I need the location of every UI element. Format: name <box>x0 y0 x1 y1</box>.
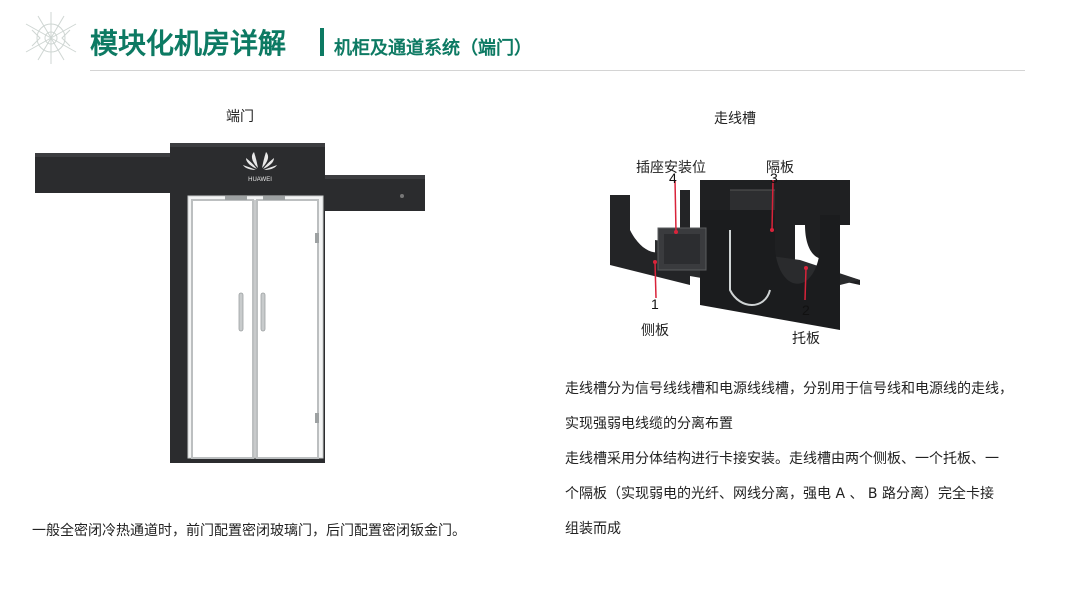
huawei-logo-icon <box>243 152 277 170</box>
callout-label-tray: 托板 <box>792 331 820 347</box>
leader-line-1 <box>654 261 657 299</box>
decorative-snowflake-icon <box>25 12 77 64</box>
description-line: 走线槽采用分体结构进行卡接安装。走线槽由两个侧板、一个托板、一 <box>565 451 999 467</box>
door-note: 一般全密闭冷热通道时，前门配置密闭玻璃门，后门配置密闭钣金门。 <box>32 523 466 539</box>
callout-number-3: 3 <box>770 170 778 186</box>
callout-number-1: 1 <box>651 296 659 312</box>
end-door-illustration: HUAWEI <box>35 143 425 463</box>
left-beam <box>35 153 175 193</box>
description-line: 走线槽分为信号线线槽和电源线线槽，分别用于信号线和电源线的走线， <box>565 381 1013 397</box>
description-line: 组装而成 <box>565 521 621 537</box>
cable-trough-illustration <box>610 179 860 330</box>
callout-label-separator: 隔板 <box>766 160 794 176</box>
door-leaf-right <box>256 199 319 459</box>
right-beam <box>325 175 425 211</box>
door-handle-right <box>260 292 266 332</box>
leader-line-4 <box>674 179 677 233</box>
door-handle-left <box>238 292 244 332</box>
callout-number-4: 4 <box>669 170 677 186</box>
door-leaf-left <box>191 199 254 459</box>
leader-line-3 <box>771 179 774 231</box>
callout-label-socket: 插座安装位 <box>636 160 706 176</box>
door-brand: HUAWEI <box>248 177 272 183</box>
trough-caption: 走线槽 <box>714 111 756 127</box>
leader-line-2 <box>804 267 807 301</box>
door-caption: 端门 <box>226 109 254 125</box>
header-rule <box>90 70 1025 71</box>
page-title: 模块化机房详解 <box>90 27 287 60</box>
description-line: 个隔板（实现弱电的光纤、网线分离，强电 A 、 B 路分离）完全卡接 <box>565 486 994 502</box>
page-subtitle: 机柜及通道系统（端门） <box>334 38 532 59</box>
title-divider <box>320 28 324 56</box>
description-block: 走线槽分为信号线线槽和电源线线槽，分别用于信号线和电源线的走线， 实现强弱电线缆… <box>565 372 1070 547</box>
description-line: 实现强弱电线缆的分离布置 <box>565 416 733 432</box>
callout-number-2: 2 <box>802 302 810 318</box>
callout-label-side: 侧板 <box>641 323 669 339</box>
